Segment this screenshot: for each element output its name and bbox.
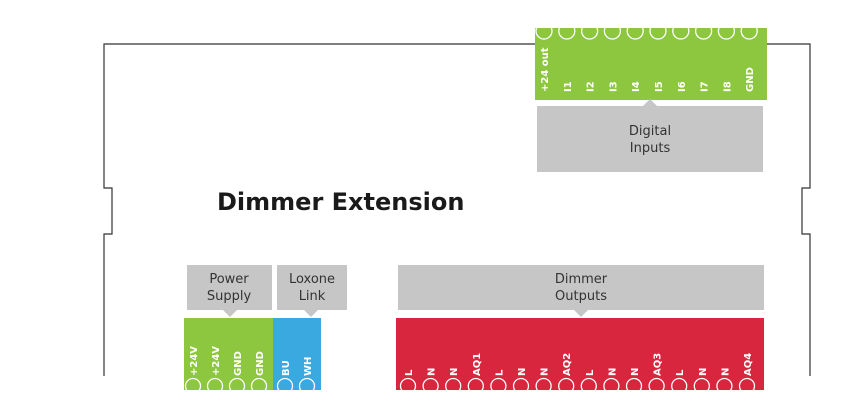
output-pin-label: N — [630, 368, 641, 376]
digital-pin-label: I8 — [722, 81, 733, 92]
digital-pin-label: GND — [745, 67, 756, 92]
power-screw-0 — [184, 377, 202, 395]
digital-pin-label: I4 — [631, 81, 642, 92]
output-screw-15 — [738, 377, 756, 395]
power-screw-2 — [228, 377, 246, 395]
loxone-link-terminal-block — [273, 318, 321, 390]
output-pin-label: AQ3 — [653, 353, 664, 376]
digital-pin-label: I3 — [608, 81, 619, 92]
output-screw-12 — [671, 377, 688, 395]
output-screw-9 — [603, 377, 620, 395]
output-pin-label: AQ2 — [562, 353, 573, 376]
dimmer-outputs-label-line1: Dimmer — [555, 272, 608, 287]
link-pin-label: WH — [303, 357, 314, 376]
output-screw-2 — [445, 377, 462, 395]
output-pin-label: N — [517, 368, 528, 376]
link-screw-1 — [298, 377, 316, 395]
loxone-link-label-line2: Link — [299, 289, 326, 304]
digital-screw-1 — [558, 22, 576, 40]
digital-inputs-label-box — [537, 106, 763, 172]
output-screw-6 — [535, 377, 552, 395]
power-pin-label: GND — [255, 351, 266, 376]
dimmer-outputs-label-line2: Outputs — [555, 289, 607, 304]
output-screw-1 — [422, 377, 439, 395]
link-screw-0 — [276, 377, 294, 395]
power-pin-label: GND — [233, 351, 244, 376]
digital-pin-label: I1 — [563, 81, 574, 92]
output-pin-label: N — [427, 368, 438, 376]
dimmer-outputs-label-box — [398, 265, 764, 310]
power-pin-label: +24V — [189, 346, 200, 376]
output-pin-label: L — [404, 369, 415, 376]
module-title: Dimmer Extension — [217, 188, 464, 216]
digital-inputs-pointer — [643, 99, 657, 106]
digital-inputs-terminal-block — [535, 28, 767, 100]
output-screw-14 — [716, 377, 733, 395]
output-screw-13 — [693, 377, 710, 395]
power-supply-label-line2: Supply — [207, 289, 252, 304]
loxone-link-label-line1: Loxone — [289, 272, 335, 287]
digital-inputs-label-line2: Inputs — [630, 141, 671, 156]
loxone-link-label-box — [277, 265, 347, 310]
output-screw-0 — [399, 377, 417, 395]
digital-pin-label: I2 — [586, 81, 597, 92]
digital-screw-3 — [603, 22, 622, 40]
power-screw-3 — [250, 377, 268, 395]
digital-screw-6 — [672, 22, 690, 40]
output-pin-label: N — [720, 368, 731, 376]
output-pin-label: L — [675, 369, 686, 376]
dimmer-outputs-pointer — [574, 310, 588, 317]
digital-pin-label: I6 — [677, 81, 688, 92]
digital-inputs-label-line1: Digital — [629, 124, 671, 139]
output-pin-label: L — [494, 369, 505, 376]
link-pin-label: BU — [281, 360, 292, 376]
digital-screw-8 — [717, 22, 736, 40]
digital-screw-7 — [694, 22, 713, 40]
power-pin-label: +24V — [211, 346, 222, 376]
digital-pin-label: I7 — [700, 81, 711, 92]
digital-screw-5 — [649, 22, 667, 40]
power-screw-1 — [206, 377, 224, 395]
power-supply-label-box — [187, 265, 272, 310]
digital-screw-2 — [580, 22, 599, 40]
output-pin-label: N — [607, 368, 618, 376]
output-pin-label: AQ1 — [472, 353, 483, 376]
digital-pin-label: +24 out — [540, 47, 551, 92]
output-screw-4 — [490, 377, 507, 395]
output-screw-7 — [558, 377, 575, 395]
power-supply-pointer — [223, 310, 237, 317]
output-screw-11 — [648, 377, 665, 395]
loxone-link-pointer — [304, 310, 318, 317]
output-pin-label: AQ4 — [743, 353, 754, 376]
output-pin-label: L — [585, 369, 596, 376]
power-supply-label-line1: Power — [209, 272, 249, 287]
digital-screw-9 — [740, 22, 758, 40]
digital-pin-label: I5 — [654, 81, 665, 92]
output-pin-label: N — [698, 368, 709, 376]
bottom-terminal-screws — [184, 377, 756, 395]
output-pin-label: N — [449, 368, 460, 376]
output-pin-label: N — [540, 368, 551, 376]
output-screw-5 — [512, 377, 530, 395]
digital-screw-0 — [535, 22, 553, 40]
output-screw-8 — [580, 377, 597, 395]
digital-screw-4 — [626, 22, 644, 40]
output-screw-3 — [467, 377, 484, 395]
digital-terminal-screws — [535, 22, 758, 40]
output-screw-10 — [625, 377, 643, 395]
module-outline — [103, 43, 811, 376]
